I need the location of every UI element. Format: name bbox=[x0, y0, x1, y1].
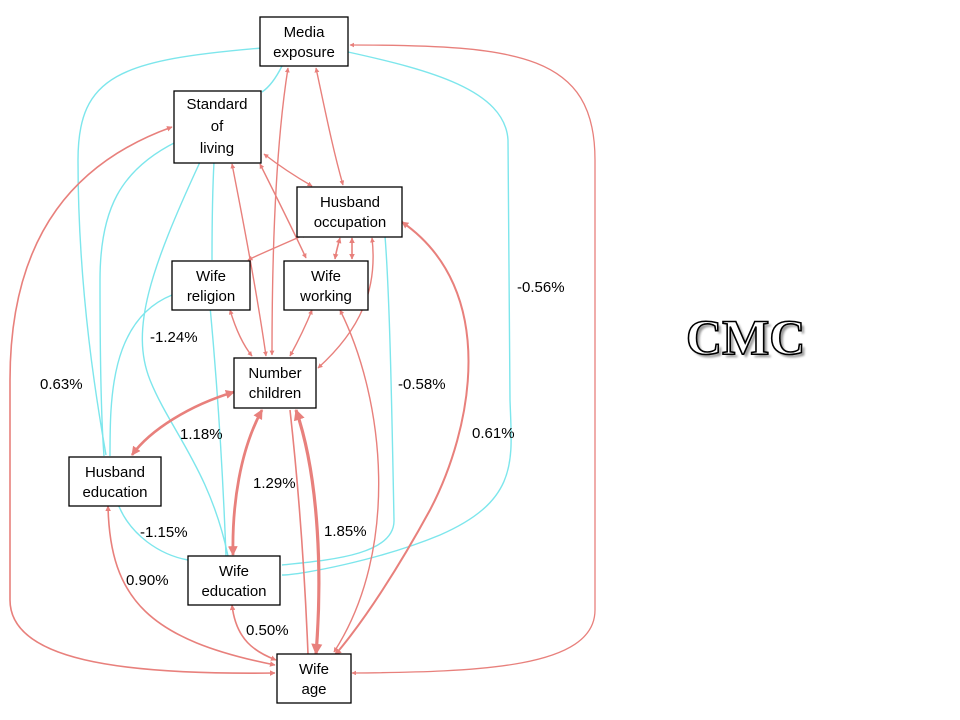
edge-wrel-nchild bbox=[228, 309, 253, 357]
node-wedu-line1: Wife bbox=[219, 563, 249, 580]
label-hedu-wage: 0.90% bbox=[126, 572, 169, 589]
node-wage-line1: Wife bbox=[299, 661, 329, 678]
diagram-title: CMC bbox=[685, 309, 806, 365]
edge-media-hedu bbox=[77, 47, 263, 456]
node-standard-of-living: Standard of living bbox=[173, 90, 262, 164]
edge-wwork-nchild bbox=[289, 309, 313, 357]
edge-nchild-wage-b bbox=[289, 409, 309, 655]
edge-media-wage bbox=[281, 51, 512, 576]
label-nchild-wedu: 1.29% bbox=[253, 475, 296, 492]
edge-sol-wage bbox=[9, 126, 276, 676]
node-hedu-line2: education bbox=[82, 484, 147, 501]
node-nchild-line2: children bbox=[249, 385, 302, 402]
node-wife-working: Wife working bbox=[283, 260, 369, 311]
node-media-line2: exposure bbox=[273, 44, 335, 61]
edge-media-nchild bbox=[269, 67, 290, 356]
node-hedu-line1: Husband bbox=[85, 464, 145, 481]
label-wrel-wedu: -1.24% bbox=[150, 329, 198, 346]
node-husband-education: Husband education bbox=[68, 456, 162, 507]
edge-wrel-hedu bbox=[109, 294, 173, 457]
node-wrel-line2: religion bbox=[187, 288, 235, 305]
label-hocc-wage: 0.61% bbox=[472, 425, 515, 442]
node-wedu-line2: education bbox=[201, 583, 266, 600]
edge-nchild-hedu bbox=[130, 389, 235, 456]
node-media-exposure: Media exposure bbox=[259, 16, 349, 67]
node-wife-age: Wife age bbox=[276, 653, 352, 704]
label-hedu-wedu: -1.15% bbox=[140, 524, 188, 541]
edge-media-hocc bbox=[314, 67, 345, 186]
edge-sol-nchild bbox=[230, 163, 268, 357]
node-sol-line1: Standard bbox=[187, 96, 248, 113]
node-number-children: Number children bbox=[233, 357, 317, 409]
edge-hocc-wwork bbox=[332, 237, 342, 260]
edge-hocc-wage bbox=[334, 221, 470, 656]
edge-sol-wrel bbox=[211, 161, 215, 261]
node-hocc-line1: Husband bbox=[320, 194, 380, 211]
edge-wwork-wage bbox=[333, 309, 380, 653]
node-wrel-line1: Wife bbox=[196, 268, 226, 285]
edge-media-wage-outer bbox=[349, 42, 596, 676]
node-nchild-line1: Number bbox=[248, 365, 301, 382]
node-wwork-line2: working bbox=[299, 288, 352, 305]
node-wage-line2: age bbox=[301, 681, 326, 698]
label-hocc-wedu: -0.58% bbox=[398, 376, 446, 393]
node-sol-line2: of bbox=[211, 118, 224, 135]
label-media-wage: -0.56% bbox=[517, 279, 565, 296]
node-sol-line3: living bbox=[200, 140, 234, 157]
label-wedu-wage: 0.50% bbox=[246, 622, 289, 639]
node-husband-occupation: Husband occupation bbox=[296, 186, 403, 238]
edge-nchild-wage bbox=[293, 408, 323, 656]
node-hocc-line2: occupation bbox=[314, 214, 387, 231]
edge-media-sol bbox=[261, 65, 283, 93]
node-media-line1: Media bbox=[284, 24, 326, 41]
edge-hocc-wrel bbox=[247, 233, 307, 261]
node-wife-religion: Wife religion bbox=[171, 260, 251, 311]
edge-sol-hocc bbox=[263, 153, 313, 187]
edge-wedu-wage bbox=[229, 604, 277, 661]
node-wife-education: Wife education bbox=[187, 555, 281, 606]
node-wwork-line1: Wife bbox=[311, 268, 341, 285]
edge-sol-hedu bbox=[99, 141, 177, 457]
label-sol-wage: 0.63% bbox=[40, 376, 83, 393]
label-nchild-wage: 1.85% bbox=[324, 523, 367, 540]
label-nchild-hedu: 1.18% bbox=[180, 426, 223, 443]
